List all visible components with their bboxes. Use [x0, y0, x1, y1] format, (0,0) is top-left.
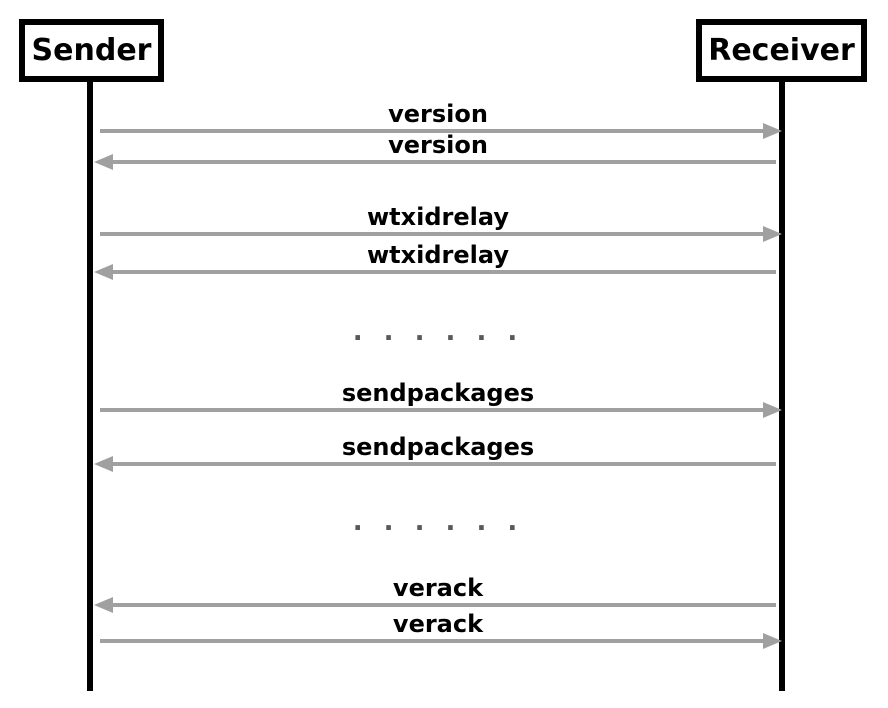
message-label: version: [388, 100, 488, 128]
arrowhead-right-icon: [763, 226, 782, 242]
arrowhead-left-icon: [94, 456, 113, 472]
arrowhead-right-icon: [763, 633, 782, 649]
arrow-shaft: [100, 408, 766, 412]
ellipsis-dots: . . . . . .: [352, 317, 524, 347]
arrowhead-left-icon: [94, 154, 113, 170]
actor-label-sender: Sender: [31, 32, 152, 68]
ellipsis-dots: . . . . . .: [352, 507, 524, 537]
actor-box-receiver: Receiver: [696, 19, 867, 82]
arrow-shaft: [110, 270, 776, 274]
message-version-to-sender: version: [94, 128, 782, 170]
arrow-shaft: [110, 462, 776, 466]
message-verack-to-sender: verack: [94, 571, 782, 613]
message-label: verack: [392, 574, 484, 602]
arrow-shaft: [100, 639, 766, 643]
message-wtxidrelay-to-sender: wtxidrelay: [94, 238, 782, 280]
message-label: version: [388, 131, 488, 159]
actor-box-sender: Sender: [19, 19, 164, 82]
arrow-shaft: [110, 603, 776, 607]
message-version-to-receiver: version: [94, 97, 782, 139]
ellipsis-row: . . . . . .: [94, 312, 782, 352]
message-label: wtxidrelay: [367, 241, 509, 269]
message-label: verack: [392, 610, 484, 638]
arrowhead-left-icon: [94, 264, 113, 280]
actor-label-receiver: Receiver: [708, 32, 855, 68]
message-sendpackages-to-receiver: sendpackages: [94, 376, 782, 418]
message-sendpackages-to-sender: sendpackages: [94, 430, 782, 472]
arrowhead-right-icon: [763, 402, 782, 418]
message-verack-to-receiver: verack: [94, 607, 782, 649]
arrow-shaft: [100, 129, 766, 133]
message-label: sendpackages: [341, 433, 535, 461]
lifeline-receiver: [779, 82, 785, 691]
arrow-shaft: [110, 160, 776, 164]
arrowhead-right-icon: [763, 123, 782, 139]
arrow-shaft: [100, 232, 766, 236]
lifeline-sender: [87, 82, 93, 691]
message-label: sendpackages: [341, 379, 535, 407]
ellipsis-row: . . . . . .: [94, 502, 782, 542]
message-label: wtxidrelay: [367, 203, 509, 231]
message-wtxidrelay-to-receiver: wtxidrelay: [94, 200, 782, 242]
arrowhead-left-icon: [94, 597, 113, 613]
